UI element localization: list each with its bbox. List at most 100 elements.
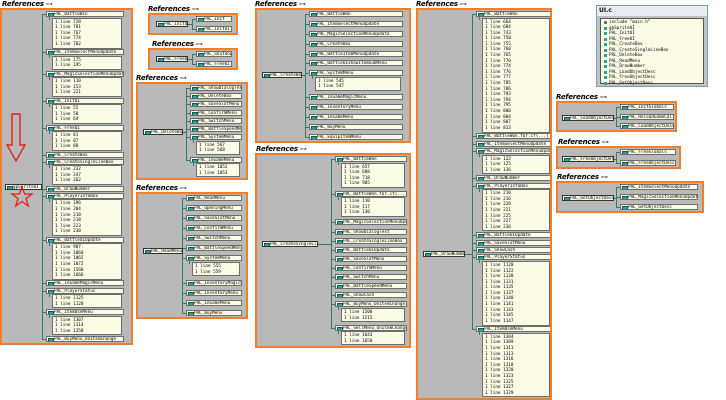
source-node[interactable]: PAL_CreateSingleLineBox — [262, 241, 318, 247]
line-ref[interactable]: 1 line 728 — [55, 19, 81, 25]
outline-item[interactable]: PAL_InitUI — [604, 31, 700, 37]
line-ref[interactable]: 1 line 793 — [485, 92, 511, 98]
line-ref[interactable]: 1 line 1052 — [199, 165, 228, 171]
line-ref[interactable]: 1 line 210 — [55, 212, 81, 218]
callee-node[interactable]: PAL_CreateBox — [309, 40, 403, 47]
callee-node[interactable]: PAL_BuyMenu_OnItemChange — [46, 336, 124, 342]
line-ref[interactable]: 1 line 804 — [485, 114, 511, 120]
line-ref[interactable]: 1 line 781 — [55, 25, 81, 31]
outline-item[interactable]: PAL_ReadMenu — [604, 59, 700, 65]
callee-node[interactable]: PAL_BattleUIShowItemSubMenu — [309, 60, 403, 67]
callee-node[interactable]: PAL_DrawNumber — [46, 185, 124, 192]
line-ref[interactable]: 1 line 1065 — [55, 256, 84, 262]
line-ref[interactable]: 1 line 58 — [55, 111, 79, 117]
line-ref[interactable]: 1 line 1143 — [485, 307, 514, 313]
line-ref[interactable]: 1 line 568 — [199, 148, 225, 154]
callee-node[interactable]: PAL_MagicSelectionMenuUpdate — [309, 30, 403, 37]
line-ref[interactable]: 1 line 684 — [485, 25, 511, 31]
callee-node[interactable]: PAL_SaveSlotMenu — [335, 255, 407, 262]
line-ref[interactable]: 1 line 204 — [55, 206, 81, 212]
source-node[interactable]: PAL_FreeObjectDesc — [562, 156, 614, 162]
line-ref[interactable]: 1 line 905 — [344, 181, 370, 187]
callee-node[interactable]: PAL_BuyMenu — [186, 310, 242, 316]
line-ref[interactable]: 1 line 221 — [485, 207, 511, 213]
line-ref[interactable]: 1 line 1145 — [485, 313, 514, 319]
line-ref[interactable]: 1 line 1327 — [485, 385, 514, 391]
outline-item[interactable]: PAL_GetObjectDesc — [604, 81, 700, 87]
line-ref[interactable]: 1 line 1141 — [485, 302, 514, 308]
line-ref[interactable]: 1 line 218 — [55, 218, 81, 224]
callee-node[interactable]: PAL_SystemMenu — [186, 255, 242, 262]
line-ref[interactable]: 1 line 195 — [55, 63, 81, 69]
line-ref[interactable]: 1 line 786 — [485, 86, 511, 92]
line-ref[interactable]: 1 line 1053 — [199, 170, 228, 176]
line-ref[interactable]: 1 line 1508 — [344, 309, 373, 315]
line-ref[interactable]: 1 line 196 — [55, 201, 81, 207]
source-node[interactable]: PAL_ReadMenu — [143, 248, 183, 254]
line-ref[interactable]: 1 line 236 — [485, 224, 511, 230]
callee-node[interactable]: PAL_BattleSpeedMenu — [190, 126, 242, 133]
line-ref[interactable]: 1 line 1650 — [344, 338, 373, 344]
source-node[interactable]: PAL_DrawNumber — [423, 251, 465, 257]
line-ref[interactable]: 1 line 777 — [485, 75, 511, 81]
line-ref[interactable]: 1 line 1643 — [344, 333, 373, 339]
line-ref[interactable]: 1 line 1666 — [55, 273, 84, 279]
line-ref[interactable]: 1 line 225 — [485, 213, 511, 219]
line-ref[interactable]: 1 line 153 — [55, 84, 81, 90]
callee-node[interactable]: PAL_BattleWon — [476, 11, 550, 17]
line-ref[interactable]: 1 line 1147 — [485, 318, 514, 324]
callee-node[interactable]: PAL_SaveSlotMenu — [186, 215, 242, 222]
line-ref[interactable]: 1 line 1311 — [485, 346, 514, 352]
line-ref[interactable]: 1 line 136 — [485, 167, 511, 173]
line-ref[interactable]: 1 line 664 — [485, 19, 511, 25]
line-ref[interactable]: 1 line 1515 — [344, 315, 373, 321]
callee-node[interactable]: PAL_Init — [196, 16, 232, 22]
line-ref[interactable]: 1 line 1135 — [485, 285, 514, 291]
callee-node[interactable]: PAL_SaveSlotMenu — [476, 239, 550, 246]
line-ref[interactable]: 1 line 227 — [485, 219, 511, 225]
references-panel[interactable]: PAL_InitGlobalsPAL_ReloadGameCallbackPAL… — [556, 101, 677, 132]
callee-node[interactable]: PAL_CreateBox — [46, 151, 124, 158]
callee-node[interactable]: PAL_BattleWon.for.if(...) — [476, 133, 550, 140]
callee-node[interactable]: PAL_BuyMenu — [309, 124, 403, 131]
line-ref[interactable]: 1 line 220 — [485, 202, 511, 208]
line-ref[interactable]: 1 line 795 — [485, 103, 511, 109]
source-node[interactable]: PAL_InitUI — [156, 21, 188, 27]
line-ref[interactable]: 1 line 774 — [485, 64, 511, 70]
line-ref[interactable]: 1 line 262 — [55, 178, 81, 184]
callee-node[interactable]: PAL_BattleUIUpdate — [46, 236, 124, 243]
line-ref[interactable]: 1 line 55 — [55, 106, 79, 112]
callee-node[interactable]: PAL_ConfirmMenu — [190, 109, 242, 116]
callee-node[interactable]: PAL_MagicSelectionMenuUpdate — [620, 194, 698, 200]
callee-node[interactable]: PAL_ShowDialogText — [335, 228, 407, 235]
callee-node[interactable]: PAL_ConfirmMenu — [186, 225, 242, 232]
source-node[interactable]: PAL_GetObjectDesc — [562, 195, 614, 201]
line-ref[interactable]: 1 line 718 — [344, 175, 370, 181]
line-ref[interactable]: 1 line 794 — [485, 97, 511, 103]
outline-item[interactable]: PAL_LoadObjectDesc — [604, 70, 700, 76]
callee-node[interactable]: PAL_EquipItemMenu — [309, 134, 403, 140]
callee-node[interactable]: PAL_CreateSingleLineBox — [46, 158, 124, 165]
callee-node[interactable]: PAL_MagicSelectionMenuUpdate — [476, 148, 550, 155]
line-ref[interactable]: 1 line 1329 — [485, 390, 514, 396]
callee-node[interactable]: PAL_SaveSlotMenu — [190, 101, 242, 108]
line-ref[interactable]: 1 line 1350 — [55, 328, 84, 334]
line-ref[interactable]: 1 line 1137 — [485, 290, 514, 296]
callee-node[interactable]: PAL_InGameMenu — [190, 156, 242, 163]
line-ref[interactable]: 1 line 1140 — [485, 296, 514, 302]
callee-node[interactable]: PAL_BuyMenu_OnItemChange — [335, 301, 407, 308]
line-ref[interactable]: 1 line 657 — [344, 164, 370, 170]
line-ref[interactable]: 1 line 216 — [485, 196, 511, 202]
callee-node[interactable]: PAL_InitGlobals — [620, 104, 674, 110]
callee-node[interactable]: PAL_PlayerInfoBox — [476, 182, 550, 189]
line-ref[interactable]: 1 line 247 — [55, 172, 81, 178]
source-node[interactable]: PAL_FreeUI — [156, 56, 188, 62]
callee-node[interactable]: PAL_MagicSelectionMenuUpdate — [335, 219, 407, 226]
outline-item[interactable]: PAL_FreeObjectDesc — [604, 75, 700, 81]
outline-item[interactable]: include "main.h" — [604, 20, 700, 26]
line-ref[interactable]: 1 line 1125 — [55, 296, 84, 302]
